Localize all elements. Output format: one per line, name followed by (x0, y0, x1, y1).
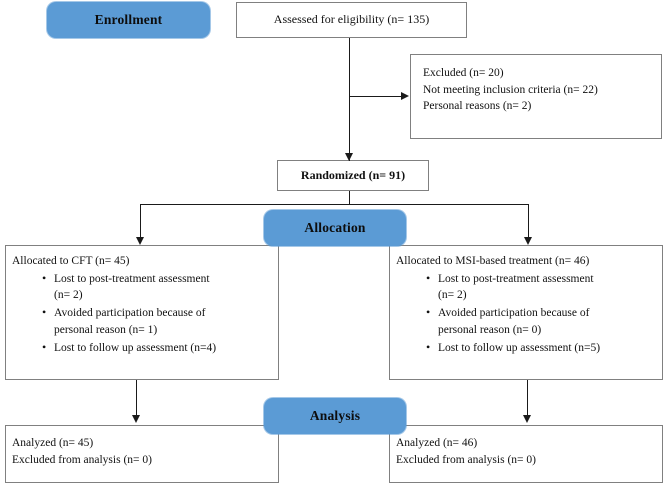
stage-banner-allocation-label: Allocation (304, 220, 366, 235)
bullet-line: (n= 2) (438, 289, 467, 302)
stage-banner-enrollment-label: Enrollment (94, 12, 163, 27)
arrowhead-to-left-allocation (135, 237, 144, 245)
node-assessed-for-eligibility-label: Assessed for eligibility (n= 135) (273, 12, 430, 27)
bullet-line: Avoided participation because of (438, 307, 590, 320)
node-allocation-right-bullet-list: Lost to post-treatment assessment (n= 2)… (396, 270, 656, 357)
node-allocation-right-heading: Allocated to MSI-based treatment (n= 46) (396, 255, 590, 267)
list-item: Lost to follow up assessment (n=4) (42, 339, 272, 357)
list-item: Lost to post-treatment assessment (n= 2) (42, 270, 272, 305)
node-allocation-left: Allocated to CFT (n= 45) Lost to post-tr… (5, 245, 279, 380)
node-analysis-left-line-2: Excluded from analysis (n= 0) (12, 453, 152, 466)
arrowhead-to-right-allocation (523, 237, 532, 245)
connector-assessed-to-excluded (349, 96, 402, 97)
connector-left-allocation-to-analysis (136, 380, 137, 418)
connector-randomized-split-bar (140, 204, 529, 205)
bullet-line: Lost to post-treatment assessment (438, 272, 594, 285)
node-excluded-line-3: Personal reasons (n= 2) (423, 100, 532, 113)
node-randomized-label: Randomized (n= 91) (300, 167, 406, 182)
bullet-line: Lost to follow up assessment (n=5) (438, 341, 601, 354)
connector-randomized-down (349, 191, 350, 204)
node-analysis-left-line-1: Analyzed (n= 45) (12, 437, 94, 449)
node-analysis-right-line-2: Excluded from analysis (n= 0) (396, 453, 536, 466)
list-item: Lost to post-treatment assessment (n= 2) (426, 270, 656, 305)
node-excluded: Excluded (n= 20) Not meeting inclusion c… (410, 54, 662, 139)
node-allocation-left-bullet-list: Lost to post-treatment assessment (n= 2)… (12, 270, 272, 357)
node-allocation-right: Allocated to MSI-based treatment (n= 46)… (389, 245, 663, 380)
arrowhead-to-excluded (401, 91, 409, 100)
stage-banner-analysis: Analysis (264, 398, 406, 434)
stage-banner-allocation: Allocation (264, 210, 406, 246)
node-allocation-left-heading: Allocated to CFT (n= 45) (12, 255, 130, 267)
stage-banner-enrollment: Enrollment (47, 2, 210, 38)
node-analysis-right: Analyzed (n= 46) Excluded from analysis … (389, 425, 663, 483)
list-item: Avoided participation because of persona… (42, 304, 272, 339)
stage-banner-analysis-label: Analysis (309, 408, 361, 423)
bullet-line: Avoided participation because of (54, 307, 206, 320)
arrowhead-to-right-analysis (522, 415, 531, 423)
node-excluded-line-2: Not meeting inclusion criteria (n= 22) (423, 83, 598, 96)
arrowhead-to-randomized (344, 153, 353, 161)
connector-assessed-trunk (349, 38, 350, 161)
list-item: Lost to follow up assessment (n=5) (426, 339, 656, 357)
bullet-line: personal reason (n= 0) (438, 324, 542, 337)
bullet-line: Lost to post-treatment assessment (54, 272, 210, 285)
node-analysis-right-line-1: Analyzed (n= 46) (396, 437, 478, 449)
connector-right-allocation-to-analysis (527, 380, 528, 418)
connector-randomized-to-left-allocation (140, 204, 141, 243)
list-item: Avoided participation because of persona… (426, 304, 656, 339)
node-randomized: Randomized (n= 91) (277, 160, 429, 191)
arrowhead-to-left-analysis (131, 415, 140, 423)
bullet-line: Lost to follow up assessment (n=4) (54, 341, 217, 354)
bullet-line: (n= 2) (54, 289, 83, 302)
node-assessed-for-eligibility: Assessed for eligibility (n= 135) (236, 2, 467, 38)
node-analysis-left: Analyzed (n= 45) Excluded from analysis … (5, 425, 279, 483)
connector-randomized-to-right-allocation (528, 204, 529, 243)
bullet-line: personal reason (n= 1) (54, 324, 158, 337)
node-excluded-line-1: Excluded (n= 20) (423, 67, 504, 79)
